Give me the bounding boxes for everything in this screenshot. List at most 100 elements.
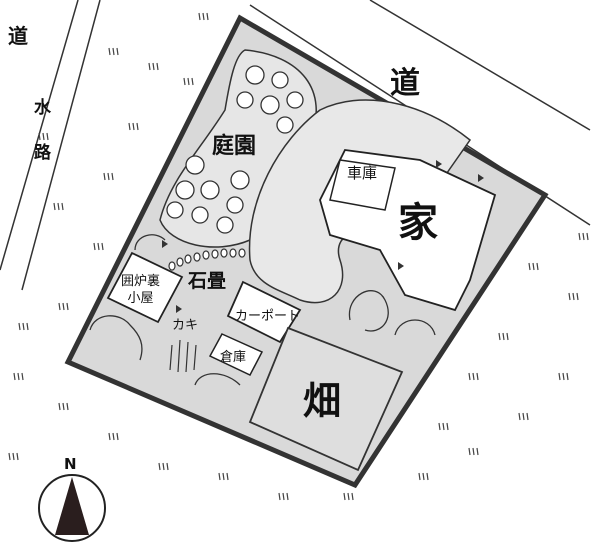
grass-tuft [112,432,115,441]
persimmon-trees [169,339,197,373]
grass-tuft [468,447,471,456]
grass-tuft [116,432,119,441]
grass-tuft [343,492,346,501]
grass-tuft [498,332,501,341]
grass-tuft [187,77,190,86]
grass-tuft [418,472,421,481]
grass-tuft [278,492,281,501]
grass-tuft [156,62,159,71]
grass-tuft [572,292,575,301]
grass-tuft [166,462,169,471]
grass-tuft [351,492,354,501]
grass-tuft [282,492,285,501]
grass-tuft [286,492,289,501]
grass-tuft [522,412,525,421]
grass-tuft [13,372,16,381]
north-label: N [64,455,77,473]
hearth-hut-label: 囲炉裏 小屋 [121,273,160,307]
grass-tuft [162,462,165,471]
grass-tuft [528,262,531,271]
grass-tuft [22,322,25,331]
storehouse-building [208,333,264,376]
grass-tuft [568,292,571,301]
grass-tuft [136,122,139,131]
grass-tuft [198,12,201,21]
grass-tuft [16,452,19,461]
grass-marks [8,12,589,501]
grass-tuft [97,242,100,251]
grass-tuft [8,452,11,461]
grass-tuft [586,232,589,241]
grass-tuft [38,132,41,141]
grass-tuft [532,262,535,271]
grass-tuft [132,122,135,131]
grass-tuft [518,412,521,421]
grass-tuft [53,202,56,211]
grass-tuft [476,447,479,456]
grass-tuft [57,202,60,211]
storehouse-label: 倉庫 [220,350,247,365]
grass-tuft [93,242,96,251]
grass-tuft [46,132,49,141]
grass-tuft [476,372,479,381]
grass-tuft [206,12,209,21]
grass-tuft [21,372,24,381]
grass-tuft [472,447,475,456]
shrubs [89,234,436,386]
grass-tuft [17,372,20,381]
north-arrow-icon [38,474,106,542]
grass-tuft [128,122,131,131]
grass-tuft [202,12,205,21]
water-channel-label: 水路 [30,98,50,188]
grass-tuft [226,472,229,481]
hearth-hut-label-line2: 小屋 [127,291,154,306]
grass-tuft [218,472,221,481]
grass-tuft [502,332,505,341]
grass-tuft [422,472,425,481]
carport-label: カーポート [235,309,301,324]
garage-label: 車庫 [347,164,378,182]
grass-tuft [152,62,155,71]
grass-tuft [426,472,429,481]
garage-building [329,159,396,211]
grass-tuft [62,302,65,311]
grass-tuft [442,422,445,431]
grass-tuft [347,492,350,501]
grass-tuft [148,62,151,71]
grass-tuft [438,422,441,431]
grass-tuft [62,402,65,411]
grass-tuft [446,422,449,431]
house-label: 家 [398,200,438,246]
grass-tuft [582,232,585,241]
grass-tuft [18,322,21,331]
stepping-stones [168,248,246,271]
grass-tuft [26,322,29,331]
grass-tuft [66,302,69,311]
grass-tuft [558,372,561,381]
grass-tuft [101,242,104,251]
grass-tuft [61,202,64,211]
garden-label: 庭園 [212,134,257,159]
entrance-markers [162,160,484,313]
grass-tuft [222,472,225,481]
road-left-label: 道 [8,24,28,48]
grass-tuft [183,77,186,86]
grass-tuft [116,47,119,56]
stone-path-label: 石畳 [188,270,227,292]
grass-tuft [158,462,161,471]
field-label: 畑 [303,379,342,423]
grass-tuft [112,47,115,56]
garden-trees [166,65,304,234]
grass-tuft [506,332,509,341]
hearth-hut-building [106,251,184,324]
grass-tuft [468,372,471,381]
field-area [248,326,404,472]
grass-tuft [66,402,69,411]
grass-tuft [42,132,45,141]
grass-tuft [58,302,61,311]
grass-tuft [108,47,111,56]
grass-tuft [58,402,61,411]
grass-tuft [562,372,565,381]
